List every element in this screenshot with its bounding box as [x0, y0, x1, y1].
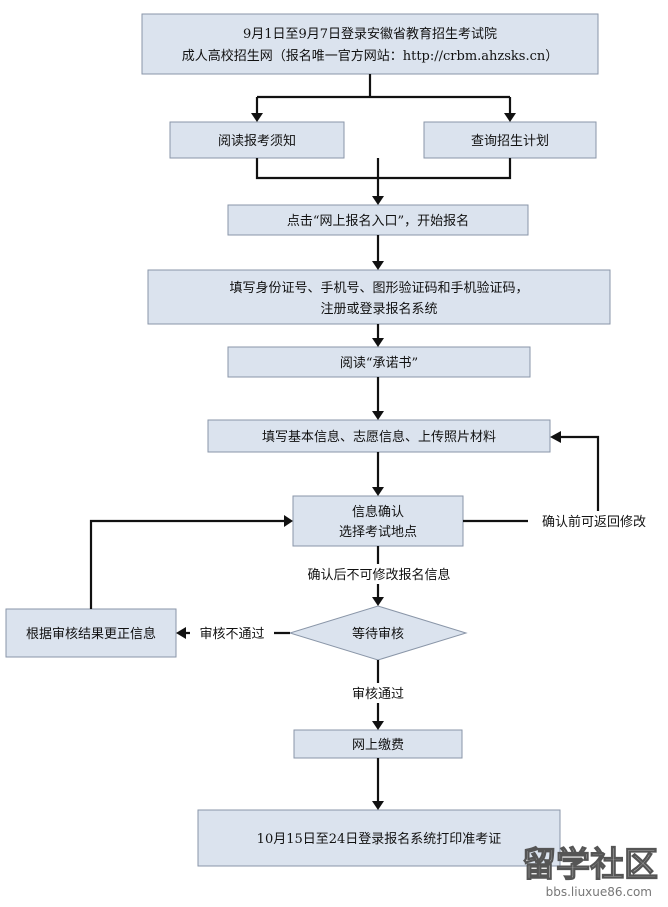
arrowhead-step5: [372, 338, 384, 347]
step9-text: 网上缴费: [352, 738, 404, 753]
connector-fail-to-step7: [89, 519, 285, 609]
arrowhead-step10: [372, 801, 384, 810]
step2b-text: 查询招生计划: [471, 134, 549, 149]
step8-text: 等待审核: [352, 626, 404, 642]
step6-text: 填写基本信息、志愿信息、上传照片材料: [262, 429, 496, 445]
step9-box: [293, 729, 463, 759]
label-pass-bg: [342, 683, 414, 703]
step4-box: [147, 269, 611, 325]
label-fail: 审核不通过: [199, 627, 264, 642]
step3-text: 点击“网上报名入口”，开始报名: [287, 213, 469, 229]
step1-box: [141, 13, 599, 75]
label-return: 确认前可返回修改: [542, 514, 646, 530]
step2a-text: 阅读报考须知: [218, 133, 296, 149]
step1-text-line1: 9月1日至9月7日登录安徽省教育招生考试院: [243, 26, 497, 42]
step2b-box: [423, 121, 597, 159]
arrowhead-fail-to-step7: [284, 515, 293, 527]
arrowhead-step9: [372, 721, 384, 730]
label-fail-bg: [190, 623, 274, 643]
step10-box: [197, 809, 561, 867]
watermark-url: bbs.liuxue86.com: [546, 885, 652, 899]
arrowhead-step2b: [504, 113, 516, 122]
step7-text-line1: 信息确认: [352, 504, 404, 520]
step10-text: 10月15日至24日登录报名系统打印准考证: [257, 831, 502, 847]
label-locked-bg: [292, 564, 466, 584]
arrowhead-step3: [372, 196, 384, 205]
arrowhead-step2a: [251, 113, 263, 122]
arrowhead-step8: [372, 597, 384, 606]
step4-text-line1: 填写身份证号、手机号、图形验证码和手机验证码，: [229, 280, 528, 296]
arrowhead-return: [550, 431, 561, 443]
step4-text-line2: 注册或登录报名系统: [320, 301, 437, 317]
label-pass: 审核通过: [352, 687, 404, 702]
connector-merge: [255, 158, 512, 180]
arrowhead-step6: [372, 411, 384, 420]
label-return-bg: [528, 511, 660, 531]
step7-text-line2: 选择考试地点: [339, 525, 417, 540]
watermark-logo: 留学社区: [522, 845, 658, 885]
arrowhead-fail: [176, 627, 186, 639]
step1-text-line2: 成人高校招生网（报名唯一官方网站：http://crbm.ahzsks.cn）: [182, 48, 559, 64]
arrowhead-step7: [372, 487, 384, 496]
step5-text: 阅读“承诺书”: [340, 356, 418, 371]
fail-box-text: 根据审核结果更正信息: [26, 626, 156, 642]
step6-box: [207, 419, 551, 453]
label-locked: 确认后不可修改报名信息: [307, 567, 450, 583]
step2a-box: [169, 121, 345, 159]
arrowhead-step4: [372, 261, 384, 270]
